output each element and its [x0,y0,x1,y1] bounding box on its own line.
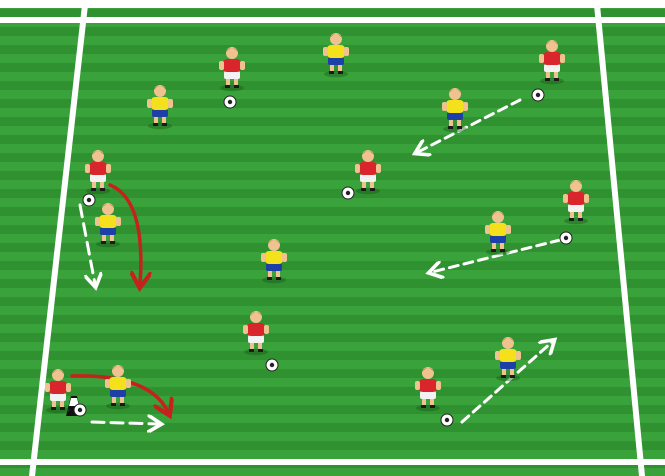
top-margin [0,0,665,8]
ball-icon [83,194,95,206]
ball-icon [266,359,278,371]
ball-icon [532,89,544,101]
ball-icon [560,232,572,244]
ball-icon [224,96,236,108]
ball-icon [342,187,354,199]
ball-icon [74,404,86,416]
ball-icon [441,414,453,426]
